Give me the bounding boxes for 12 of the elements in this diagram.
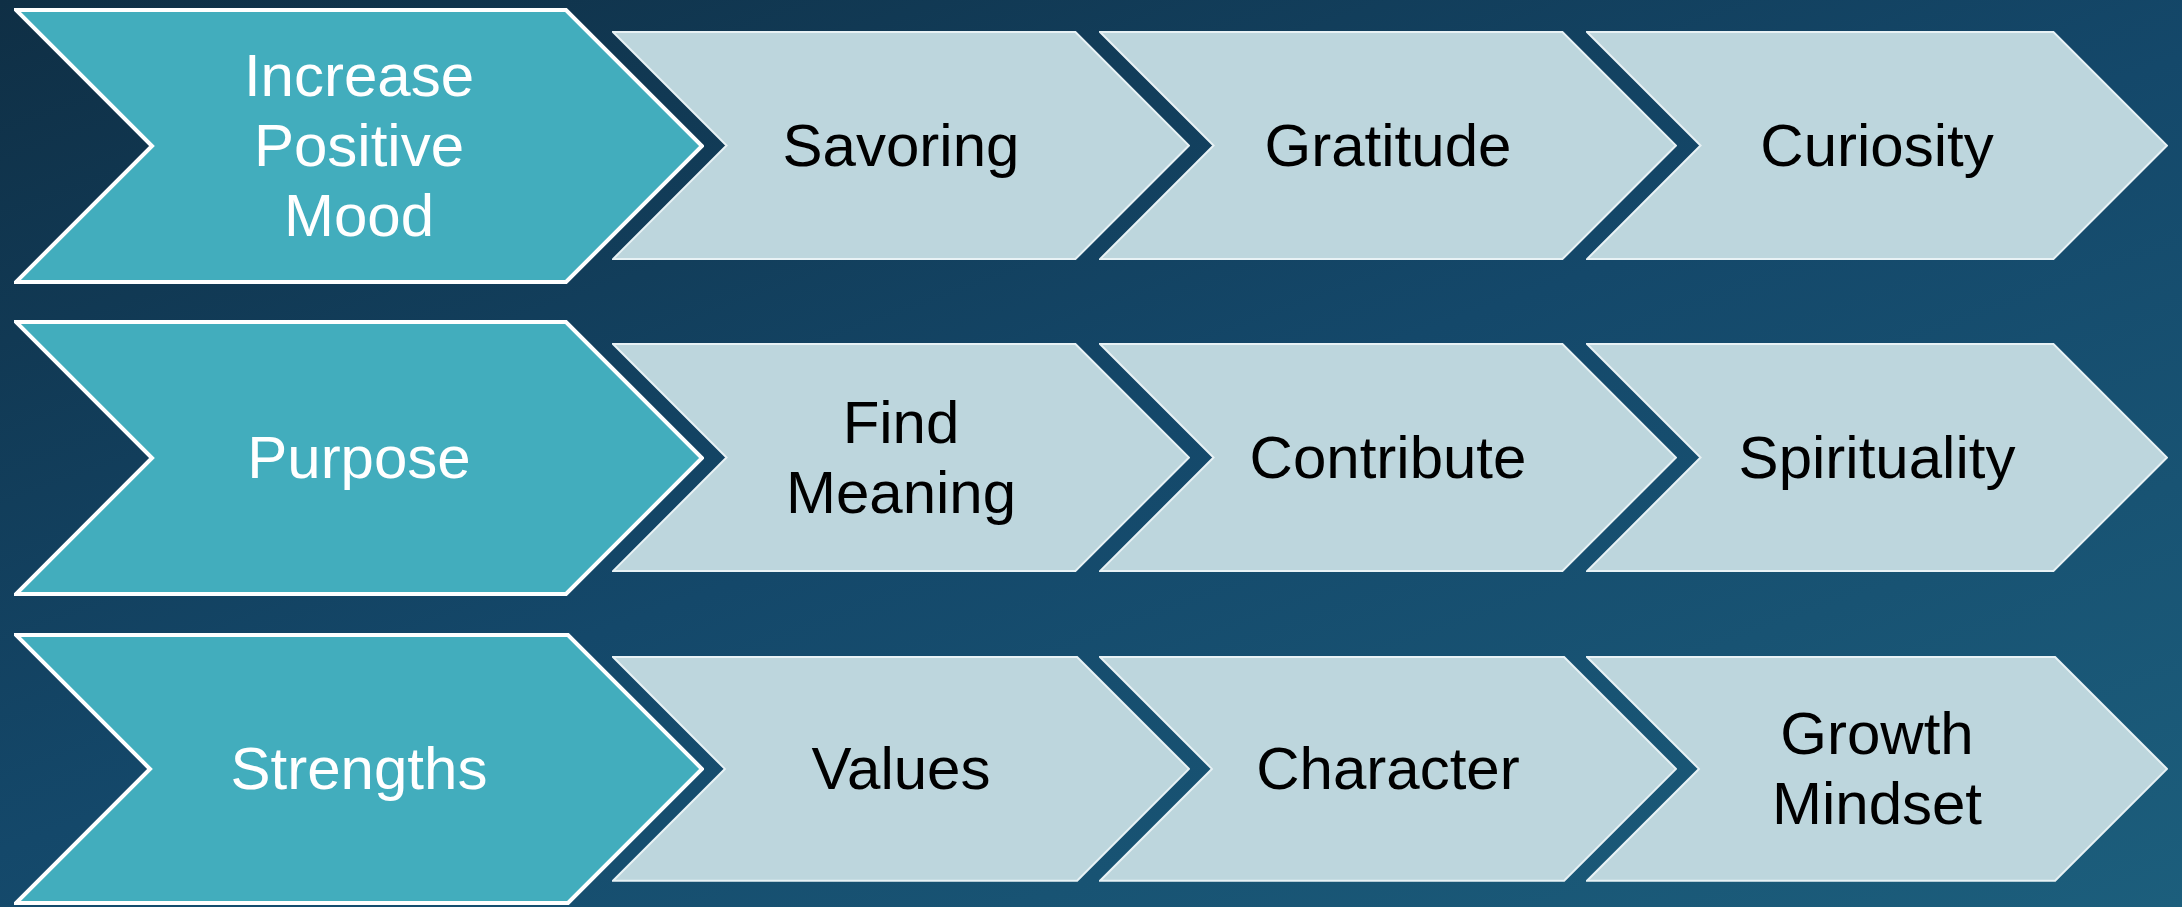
chevron-label: Gratitude [1264,111,1512,181]
chevron-label: Contribute [1249,423,1527,493]
chevron-label: Strengths [230,734,488,804]
chevron-label: Savoring [782,111,1020,181]
chevron-label: Growth Mindset [1770,699,1984,839]
chevron-label: Purpose [247,423,471,493]
chevron-label: Values [811,734,991,804]
chevron-label: Spirituality [1738,423,2016,493]
chevron-label: Character [1256,734,1520,804]
chevron-label: Find Meaning [784,388,1018,528]
chevron-label: Curiosity [1760,111,1994,181]
chevron-label: Increase Positive Mood [242,41,476,251]
